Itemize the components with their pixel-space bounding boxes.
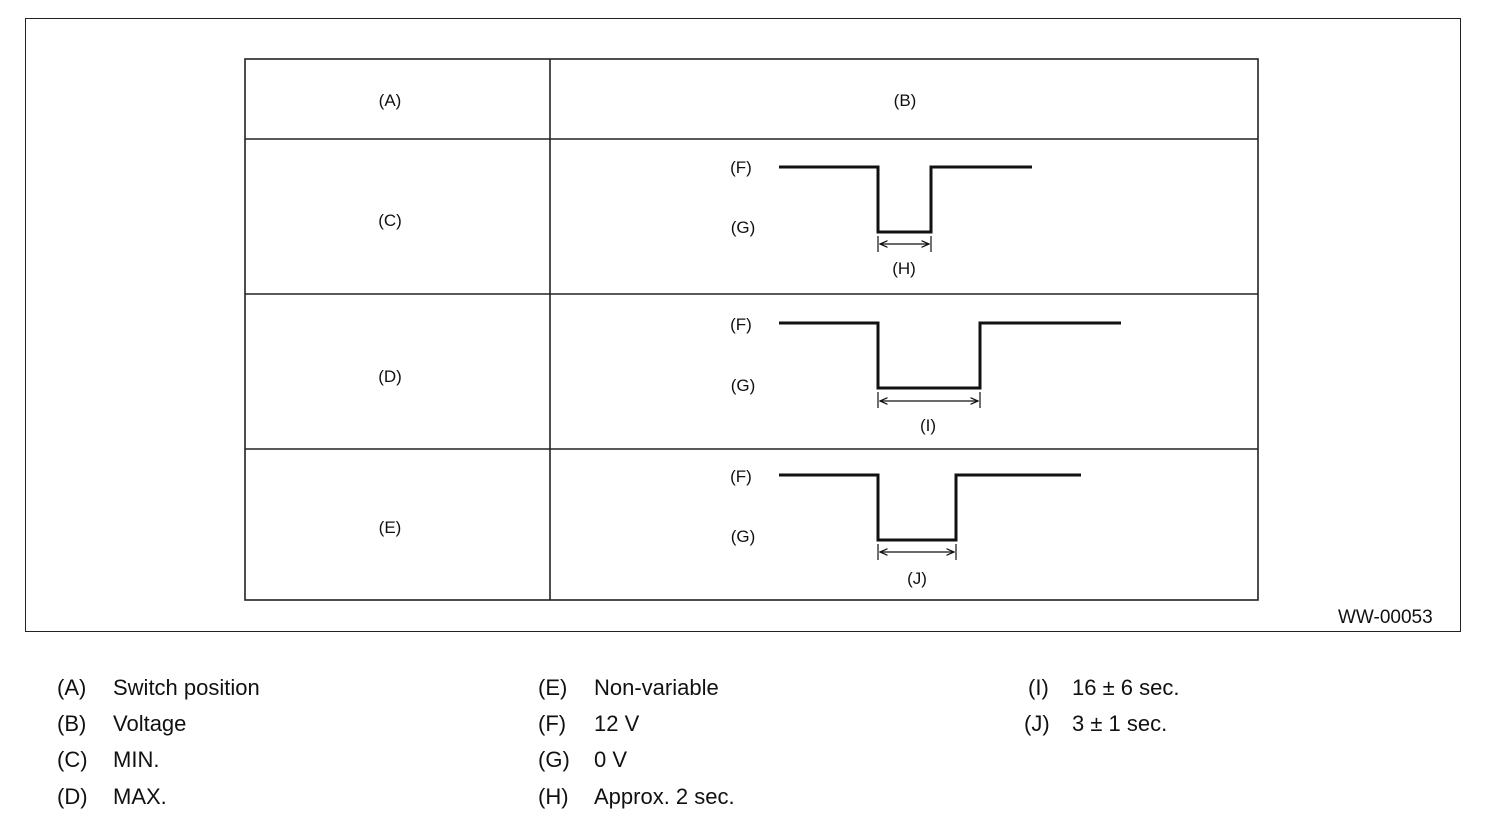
row-label-c: (C) <box>378 211 402 230</box>
legend-text: Approx. 2 sec. <box>594 784 735 809</box>
legend-key: (E) <box>538 675 568 700</box>
legend-key: (A) <box>57 675 87 700</box>
legend-text: MIN. <box>113 747 160 772</box>
waveform-non-variable <box>779 473 1081 542</box>
legend-key: (F) <box>538 711 567 736</box>
legend-key: (G) <box>538 747 570 772</box>
header-label-b: (B) <box>894 91 917 110</box>
duration-label-h: (H) <box>892 259 916 278</box>
legend-key: (I) <box>1028 675 1049 700</box>
legend-key: (C) <box>57 747 88 772</box>
legend-text: 16 ± 6 sec. <box>1072 675 1180 700</box>
figure-id: WW-00053 <box>1338 607 1433 628</box>
duration-label-i: (I) <box>920 416 936 435</box>
table-border <box>244 58 1259 601</box>
header-label-a: (A) <box>379 91 402 110</box>
row-label-e: (E) <box>379 518 402 537</box>
level-label-low: (G) <box>731 527 756 546</box>
legend-text: MAX. <box>113 784 167 809</box>
legend-key: (D) <box>57 784 88 809</box>
waveform-max <box>779 321 1121 390</box>
level-label-low: (G) <box>731 218 756 237</box>
level-label-low: (G) <box>731 376 756 395</box>
legend-text: 3 ± 1 sec. <box>1072 711 1168 736</box>
duration-label-j: (J) <box>907 569 927 588</box>
legend-text: 0 V <box>594 747 628 772</box>
legend-text: Switch position <box>113 675 260 700</box>
level-label-high: (F) <box>730 315 752 334</box>
level-label-high: (F) <box>730 467 752 486</box>
legend-key: (H) <box>538 784 569 809</box>
legend-text: Non-variable <box>594 675 719 700</box>
table-grid <box>244 58 1259 601</box>
figure-frame <box>25 18 1461 632</box>
legend-key: (B) <box>57 711 87 736</box>
level-label-high: (F) <box>730 158 752 177</box>
legend-text: 12 V <box>594 711 640 736</box>
legend-key: (J) <box>1024 711 1050 736</box>
legend-text: Voltage <box>113 711 187 736</box>
waveform-min <box>779 165 1032 234</box>
row-label-d: (D) <box>378 367 402 386</box>
